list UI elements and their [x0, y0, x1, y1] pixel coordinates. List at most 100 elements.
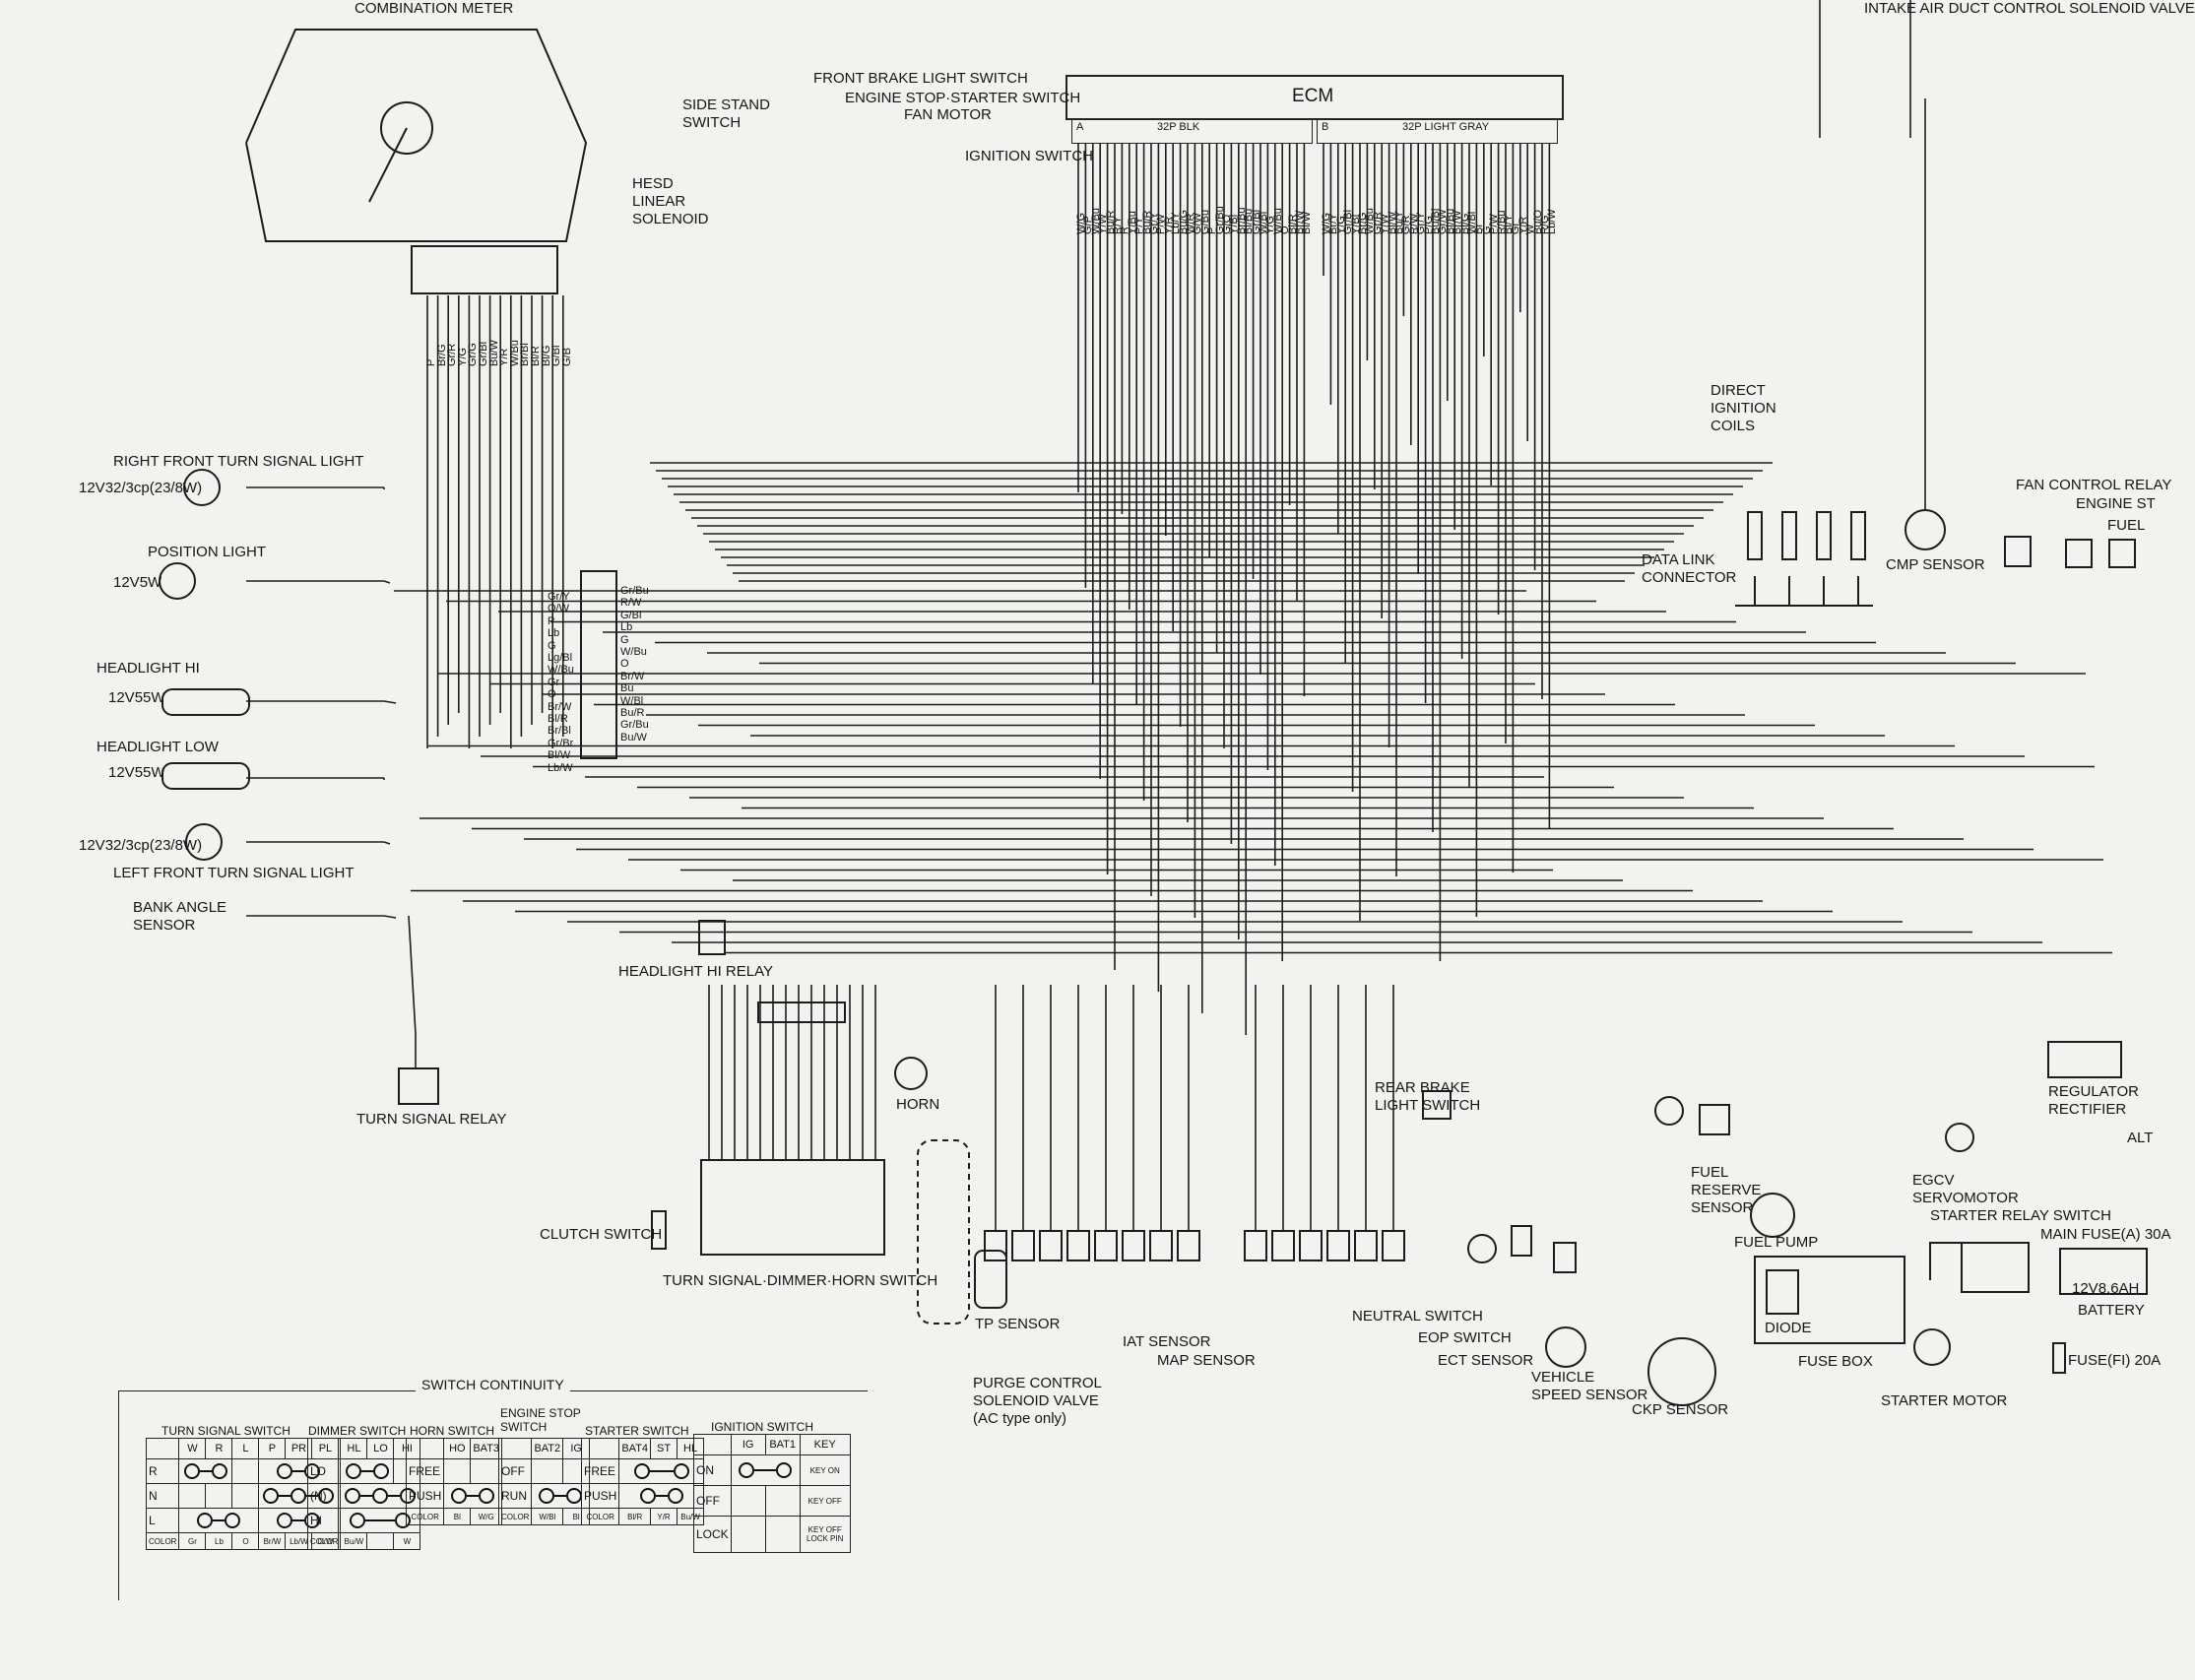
hn-c0: COLOR	[405, 1508, 445, 1525]
label-tp-sensor: TP SENSOR	[975, 1316, 1061, 1332]
label-ignition-switch: IGNITION SWITCH	[965, 148, 1093, 164]
label-turn-dimmer-horn-switch: TURN SIGNAL·DIMMER·HORN SWITCH	[663, 1272, 938, 1289]
center-left-wire-label: Gr/Br	[548, 737, 574, 749]
ig-r1: OFF	[693, 1485, 732, 1517]
es-c1: W/Bl	[531, 1508, 564, 1525]
ts-c5: Lb/W	[285, 1532, 313, 1550]
st-r0: FREE	[580, 1458, 620, 1484]
lamp-wire	[383, 841, 391, 845]
turn-signal-relay-box	[398, 1067, 439, 1105]
eop-switch-body	[1511, 1225, 1532, 1257]
main-cable	[1929, 1242, 1962, 1280]
label-headlight-hi-relay: HEADLIGHT HI RELAY	[618, 963, 773, 980]
fan-control-relay-box	[2004, 536, 2032, 567]
center-left-wire-label: Lb	[548, 627, 560, 640]
wiring-diagram-page: ECM A 32P BLK B 32P LIGHT GRAY COMBINATI…	[79, 0, 2195, 1600]
meter-wire-label: G/B	[560, 348, 573, 366]
label-left-front-turn-rating: 12V32/3cp(23/8W)	[79, 837, 203, 854]
injector-connector	[1326, 1230, 1350, 1261]
ckp-sensor-body	[1647, 1337, 1716, 1406]
position-light-bulb	[159, 562, 196, 600]
turn-signal-switch-title: TURN SIGNAL SWITCH	[161, 1424, 291, 1438]
injector-connector	[1299, 1230, 1323, 1261]
st-c2: Y/R	[650, 1508, 678, 1525]
ts-c1: Gr	[178, 1532, 207, 1550]
dimmer-switch-table: HL LO HI LO (N) HI COLOR Bu/W W	[306, 1438, 421, 1550]
combination-meter-dial	[380, 101, 433, 155]
switch-continuity-title: SWITCH CONTINUITY	[416, 1376, 570, 1393]
label-cmp-sensor: CMP SENSOR	[1886, 556, 1985, 573]
center-right-wire-label: W/Bu	[620, 646, 647, 658]
engine-stop-switch-table: BAT2 IG OFF RUN COLOR W/Bl Bl	[497, 1438, 591, 1525]
st-h0: BAT4	[618, 1438, 652, 1459]
ignition-coil	[1816, 511, 1832, 560]
horn-body	[894, 1057, 928, 1090]
combination-meter-needle	[368, 127, 408, 203]
headlight-hi-relay-box	[698, 920, 726, 955]
label-position-light: POSITION LIGHT	[148, 544, 267, 560]
label-right-front-turn: RIGHT FRONT TURN SIGNAL LIGHT	[113, 453, 364, 470]
center-right-wire-label: Bu/W	[620, 731, 647, 743]
center-right-wire-label: R/W	[620, 597, 642, 610]
label-ect-sensor: ECT SENSOR	[1438, 1352, 1534, 1369]
center-left-wire-label: O/W	[548, 603, 569, 615]
ecm-title: ECM	[1292, 86, 1334, 106]
st-h1: ST	[650, 1438, 678, 1459]
hn-h0: HO	[443, 1438, 472, 1459]
starter-relay-body	[1961, 1242, 2030, 1293]
neutral-switch-body	[1467, 1234, 1497, 1263]
cmp-sensor-body	[1904, 509, 1946, 550]
injector-connector	[1039, 1230, 1063, 1261]
label-battery-rating: 12V8.6AH	[2072, 1280, 2140, 1297]
injector-connector	[984, 1230, 1007, 1261]
dm-h1: LO	[366, 1438, 395, 1459]
ig-r2: LOCK	[693, 1516, 732, 1553]
label-iat-sensor: IAT SENSOR	[1123, 1333, 1211, 1350]
battery-body	[2059, 1248, 2148, 1295]
hn-h1: BAT3	[470, 1438, 503, 1459]
ig-k0: KEY ON	[799, 1454, 851, 1486]
combination-meter-connector	[411, 245, 558, 294]
rear-brake-switch-body	[1422, 1090, 1452, 1120]
label-engine-stop-relay: ENGINE ST	[2076, 495, 2156, 512]
ecm-connector-a-name: 32P BLK	[1157, 121, 1200, 133]
label-main-fuse: MAIN FUSE(A) 30A	[2040, 1226, 2171, 1243]
ecm-connector-a-letter: A	[1076, 121, 1084, 133]
label-headlight-low: HEADLIGHT LOW	[97, 739, 219, 755]
ecm-connector-b-name: 32P LIGHT GRAY	[1402, 121, 1490, 133]
injector-connector	[1244, 1230, 1267, 1261]
label-direct-ignition-coils: DIRECT IGNITION COILS	[1711, 382, 1776, 434]
injector-connector	[1382, 1230, 1405, 1261]
label-combination-meter: COMBINATION METER	[355, 0, 514, 17]
label-front-brake-light-switch: FRONT BRAKE LIGHT SWITCH	[813, 70, 1028, 87]
headlight-hi-bulb	[161, 688, 250, 716]
injector-connector	[1122, 1230, 1145, 1261]
center-left-wire-label: Gr/Y	[548, 591, 570, 603]
starter-switch-title: STARTER SWITCH	[585, 1424, 689, 1438]
fuel-pump-relay-box	[2108, 539, 2136, 568]
label-neutral-switch: NEUTRAL SWITCH	[1352, 1308, 1483, 1325]
engine-stop-relay-box	[2065, 539, 2093, 568]
left-front-turn-bulb	[185, 823, 223, 861]
ignition-coil	[1747, 511, 1763, 560]
fuse-fi-body	[2052, 1342, 2066, 1374]
ts-h4: PR	[285, 1438, 313, 1459]
horn-switch-title: HORN SWITCH	[410, 1424, 494, 1438]
label-regulator-rectifier: REGULATOR RECTIFIER	[2048, 1083, 2139, 1118]
label-headlight-low-rating: 12V55W	[108, 764, 165, 781]
ts-c3: O	[231, 1532, 260, 1550]
starter-motor-body	[1913, 1328, 1951, 1366]
center-right-wire-label: G	[620, 633, 629, 646]
center-right-wire-label: Bu	[620, 682, 634, 695]
label-headlight-hi: HEADLIGHT HI	[97, 660, 200, 677]
center-left-wire-label: Lb/W	[548, 761, 573, 774]
label-map-sensor: MAP SENSOR	[1157, 1352, 1256, 1369]
dm-r2: HI	[306, 1508, 342, 1533]
ecm-b-wire-label: Lb/W	[1546, 209, 1559, 234]
center-right-wire-label: Gr/Bu	[620, 719, 649, 732]
ts-h2: L	[231, 1438, 260, 1459]
ts-h3: P	[258, 1438, 287, 1459]
label-fuse-fi: FUSE(FI) 20A	[2068, 1352, 2162, 1369]
center-left-wire-label: O	[548, 688, 556, 701]
ts-r0: R	[145, 1458, 180, 1484]
